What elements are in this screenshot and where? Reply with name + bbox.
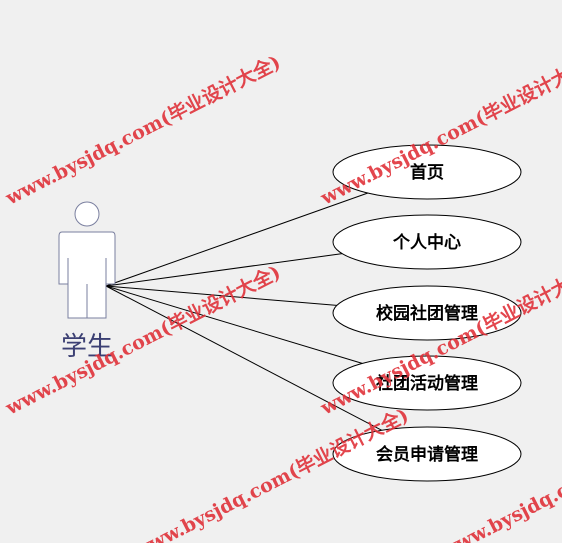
use-case-label: 校园社团管理 xyxy=(376,303,478,324)
use-case-group: 首页 个人中心 校园社团管理 社团活动管理 会员申请管理 xyxy=(332,144,522,482)
association-line-member-app-mgmt xyxy=(105,285,383,431)
actor-body xyxy=(58,231,116,319)
actor-student: 学生 xyxy=(58,201,116,362)
watermark-text: www.bysjdq.com(毕业设计大全) xyxy=(1,50,284,209)
use-case-club-mgmt: 校园社团管理 xyxy=(332,285,522,341)
association-line-club-mgmt xyxy=(105,285,337,306)
use-case-home: 首页 xyxy=(332,144,522,200)
association-line-activity-mgmt xyxy=(105,285,363,364)
use-case-member-app-mgmt: 会员申请管理 xyxy=(332,426,522,482)
association-lines xyxy=(105,192,383,431)
use-case-label: 个人中心 xyxy=(392,232,461,253)
use-case-ellipse xyxy=(332,355,522,411)
use-case-ellipse xyxy=(332,426,522,482)
use-case-ellipse xyxy=(332,214,522,270)
watermark-text: www.bysjdq.com(毕业设计大全) xyxy=(1,260,284,419)
use-case-ellipse xyxy=(332,144,522,200)
use-case-personal: 个人中心 xyxy=(332,214,522,270)
association-line-personal xyxy=(105,253,343,287)
use-case-activity-mgmt: 社团活动管理 xyxy=(332,355,522,411)
use-case-label: 首页 xyxy=(410,162,444,183)
actor-head xyxy=(74,201,100,227)
use-case-ellipse xyxy=(332,285,522,341)
association-line-home xyxy=(105,192,369,287)
actor-label: 学生 xyxy=(61,332,113,362)
use-case-label: 会员申请管理 xyxy=(376,444,478,465)
use-case-label: 社团活动管理 xyxy=(375,373,478,394)
actor-stick-figure-icon xyxy=(58,201,116,319)
